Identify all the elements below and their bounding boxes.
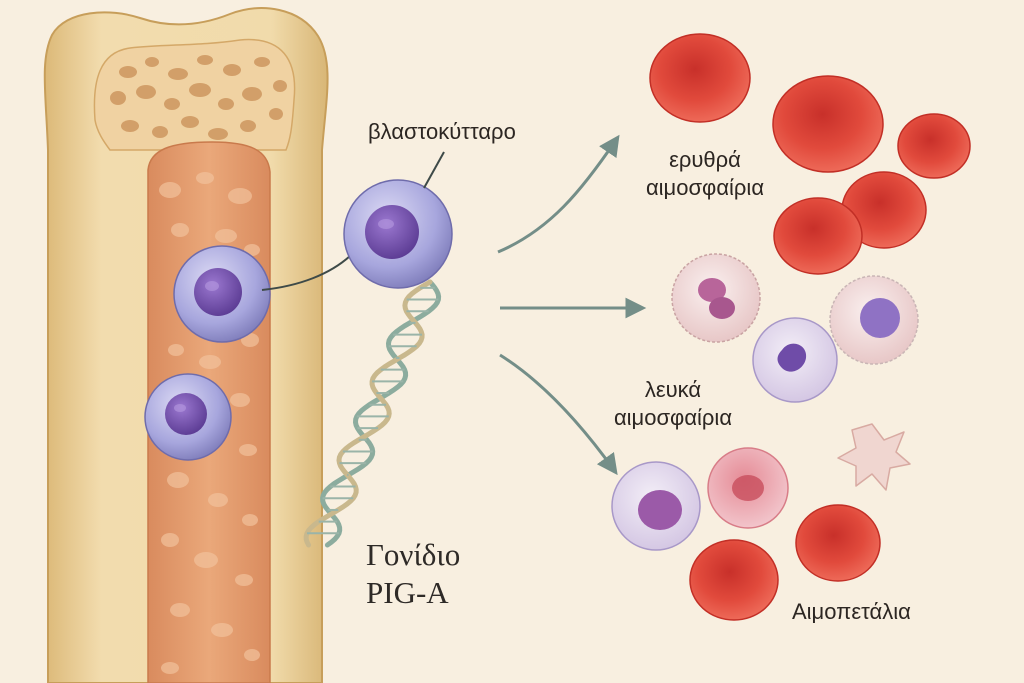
white-blood-cell-pink bbox=[707, 447, 789, 529]
red-cells-label: ερυθρά αιμοσφαίρια bbox=[630, 146, 780, 202]
red-blood-cells bbox=[649, 33, 971, 621]
white-cells-label-line1: λευκά bbox=[644, 377, 702, 402]
red-blood-cell bbox=[772, 75, 884, 173]
dna-helix bbox=[303, 279, 442, 548]
gene-label-line2: PIG-A bbox=[366, 575, 449, 610]
white-blood-cells bbox=[611, 253, 919, 551]
spongy-bone-pores bbox=[110, 55, 287, 140]
white-blood-cell bbox=[611, 461, 701, 551]
white-cells-label-line2: αιμοσφαίρια bbox=[613, 405, 733, 430]
gene-label: Γονίδιο PIG-A bbox=[366, 536, 460, 612]
platelet bbox=[837, 423, 911, 491]
red-blood-cell bbox=[649, 33, 751, 123]
marrow-texture bbox=[159, 172, 260, 674]
red-cells-label-line1: ερυθρά bbox=[669, 147, 741, 172]
red-blood-cell bbox=[773, 197, 863, 275]
arrow-to-platelets bbox=[499, 353, 618, 476]
marrow-stem-cell-lower bbox=[144, 373, 232, 461]
red-blood-cell bbox=[897, 113, 971, 179]
red-blood-cell bbox=[689, 539, 779, 621]
bone bbox=[43, 7, 329, 683]
stem-cell-label: βλαστοκύτταρο bbox=[368, 119, 516, 144]
marrow-stem-cell-upper bbox=[173, 245, 271, 343]
white-blood-cell bbox=[671, 253, 761, 343]
stem-cell-connector bbox=[261, 255, 351, 291]
differentiation-arrows bbox=[497, 134, 647, 476]
white-cells-label: λευκά αιμοσφαίρια bbox=[598, 376, 748, 432]
arrow-to-red-cells bbox=[497, 134, 620, 254]
white-blood-cell bbox=[752, 317, 838, 403]
white-blood-cell bbox=[829, 275, 919, 365]
platelets-label: Αιμοπετάλια bbox=[792, 599, 911, 624]
red-cells-label-line2: αιμοσφαίρια bbox=[645, 175, 765, 200]
red-blood-cell bbox=[795, 504, 881, 582]
featured-stem-cell bbox=[343, 179, 453, 289]
stem-cell-label-leader bbox=[423, 151, 445, 189]
gene-label-line1: Γονίδιο bbox=[366, 537, 461, 572]
